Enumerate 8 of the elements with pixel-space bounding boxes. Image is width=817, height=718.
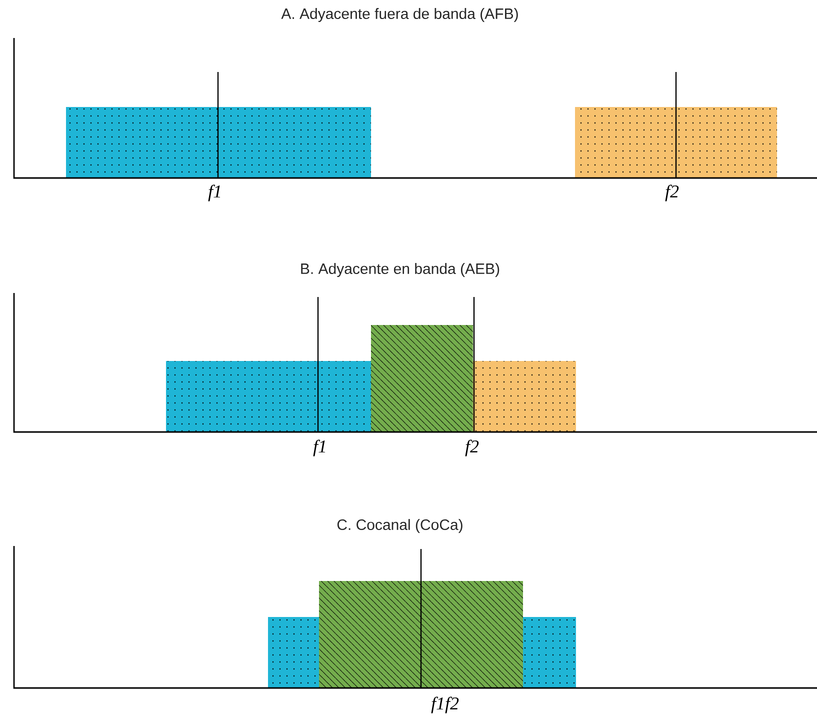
frequency-label: f2 bbox=[465, 440, 479, 456]
panel-title: B. Adyacente en banda (AEB) bbox=[301, 263, 500, 277]
frequency-label: f1 bbox=[208, 184, 220, 202]
panel-title: C. Cocanal (CoCa) bbox=[337, 519, 462, 533]
frequency-label: f1f2 bbox=[431, 696, 459, 714]
frequency-label: f1 bbox=[313, 440, 326, 456]
panel-title: A. Adyacente fuera de banda (AFB) bbox=[281, 8, 518, 22]
frequency-label: f2 bbox=[665, 184, 679, 202]
